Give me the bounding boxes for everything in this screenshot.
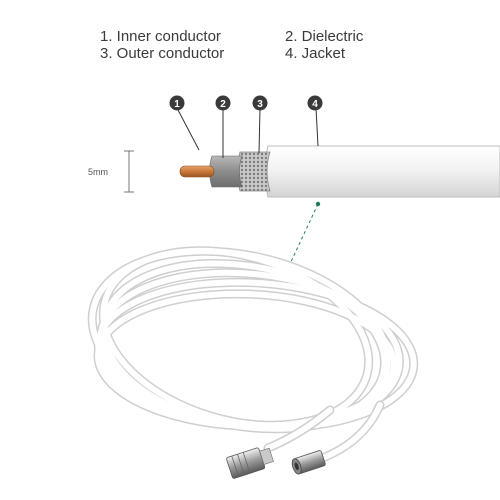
cable-cutaway	[179, 145, 500, 198]
marker-3-icon: 3	[252, 95, 268, 111]
jacket-segment	[264, 145, 500, 198]
marker-4-icon: 4	[307, 95, 323, 111]
svg-text:1: 1	[174, 99, 180, 110]
marker-1-icon: 1	[169, 95, 185, 111]
dimension-label: 5mm	[88, 167, 108, 177]
legend-jacket: 4. Jacket	[285, 45, 346, 62]
inner-conductor-segment	[179, 165, 215, 178]
svg-text:4: 4	[312, 99, 318, 110]
leader-lines	[176, 107, 319, 158]
braid-segment	[237, 151, 271, 192]
dielectric-segment	[209, 155, 243, 188]
n-female-connector-icon	[291, 450, 326, 475]
svg-text:3: 3	[257, 99, 263, 110]
pointer-line	[286, 201, 321, 269]
legend-outer-conductor: 3. Outer conductor	[100, 45, 225, 62]
n-male-connector-icon	[226, 447, 274, 479]
cable-coil-image	[87, 246, 419, 462]
dimension-bracket	[124, 150, 134, 193]
marker-2-icon: 2	[215, 95, 231, 111]
legend-dielectric: 2. Dielectric	[285, 28, 364, 45]
svg-text:2: 2	[220, 99, 226, 110]
legend-inner-conductor: 1. Inner conductor	[100, 28, 221, 45]
